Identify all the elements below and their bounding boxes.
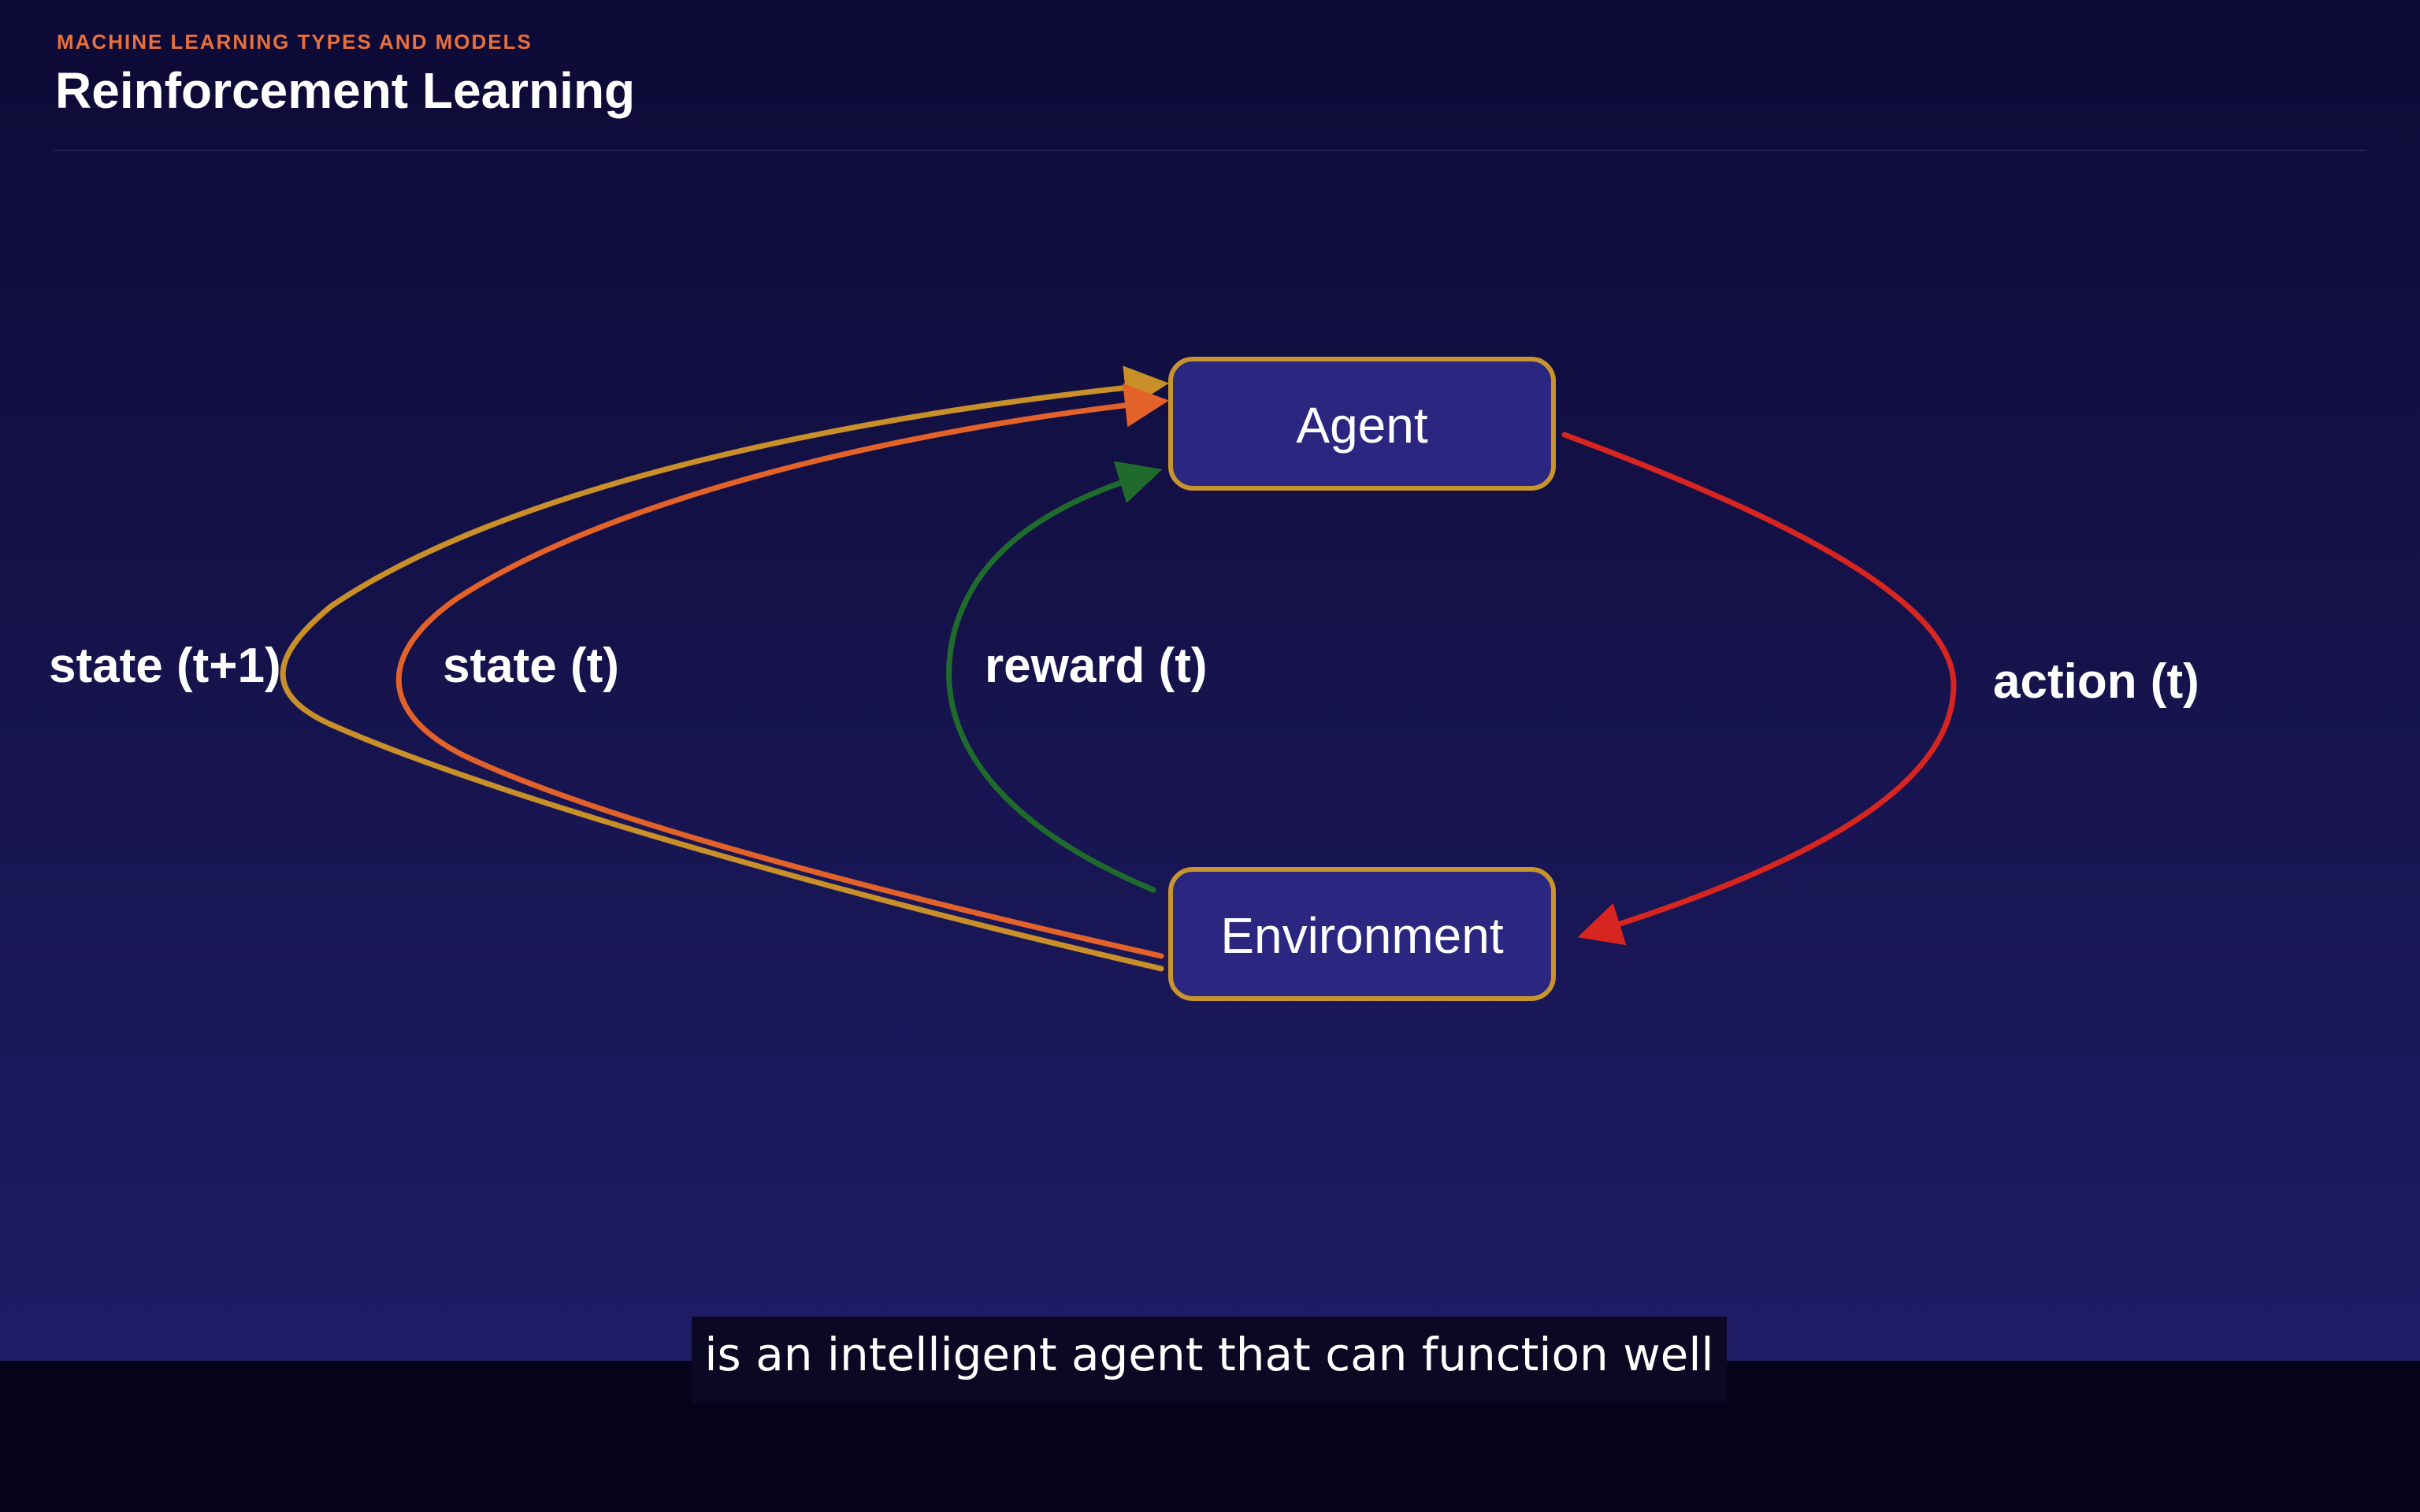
agent-label: Agent — [1296, 397, 1427, 454]
slide-kicker: MACHINE LEARNING TYPES AND MODELS — [57, 30, 533, 54]
reinforcement-learning-diagram: Agent Environment state (t+1) state (t) … — [49, 357, 2199, 1001]
edge-reward-arrow — [946, 461, 1163, 893]
edge-action-arrow — [1561, 432, 1957, 946]
slide-title: Reinforcement Learning — [55, 62, 636, 119]
state-next-label: state (t+1) — [49, 639, 281, 693]
slide: MACHINE LEARNING TYPES AND MODELS Reinfo… — [0, 0, 2420, 1361]
environment-node: Environment — [1168, 867, 1556, 1001]
action-label: action (t) — [1993, 654, 2199, 709]
environment-label: Environment — [1220, 907, 1504, 964]
state-label: state (t) — [443, 639, 619, 693]
reward-label: reward (t) — [985, 639, 1207, 693]
edge-state-arrow — [395, 383, 1169, 959]
agent-node: Agent — [1168, 357, 1556, 491]
header-divider — [54, 150, 2366, 151]
subtitle-caption: is an intelligent agent that can functio… — [692, 1317, 1727, 1403]
edge-state-next-arrow — [280, 365, 1169, 972]
